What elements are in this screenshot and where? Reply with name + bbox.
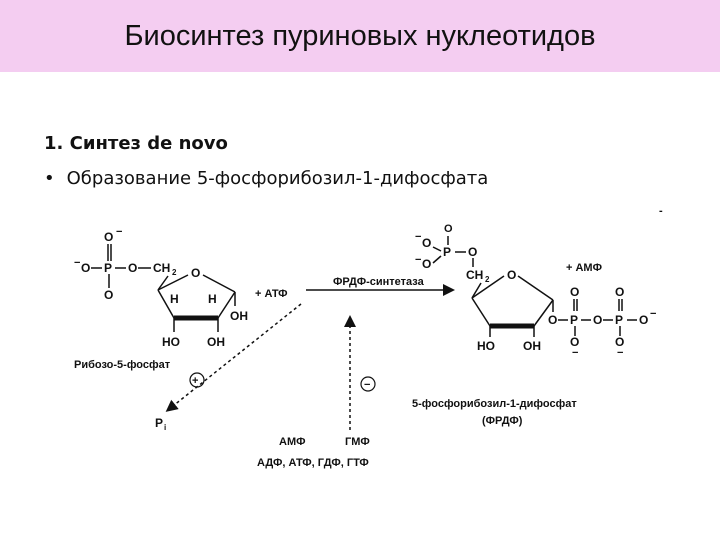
left-ch2: CH — [153, 261, 170, 275]
right-diphosphate-p2: P — [615, 313, 623, 327]
section-heading: 1. Синтез de novo — [44, 133, 228, 154]
right-diphosphate-o-top1: O — [570, 285, 579, 299]
right-charge-bottom2: − — [617, 347, 623, 359]
left-phosphate-p: P — [104, 261, 112, 275]
right-charge-top: − — [415, 231, 421, 243]
right-ch2-subscript: 2 — [485, 275, 490, 284]
inhibitor-amf: АМФ — [279, 436, 306, 448]
right-phosphate-o-ester: O — [468, 245, 477, 259]
right-molecule-abbr: (ФРДФ) — [482, 415, 523, 427]
right-ring-oxygen: O — [507, 268, 516, 282]
left-charge-top: − — [116, 226, 122, 238]
pi-subscript: i — [164, 423, 166, 432]
left-c4-o-bond — [157, 274, 189, 291]
left-charge-left: − — [74, 257, 80, 269]
right-ho: HO — [477, 339, 495, 353]
right-diphosphate-o-bottom2: O — [615, 335, 624, 349]
activation-arrow — [165, 303, 302, 412]
stray-dash: - — [659, 205, 663, 217]
left-ch2-subscript: 2 — [172, 268, 177, 277]
right-charge-o3: − — [650, 308, 656, 320]
right-diphosphate-o-top2: O — [615, 285, 624, 299]
left-h-c2: H — [208, 292, 217, 306]
right-diphosphate-o-bottom1: O — [570, 335, 579, 349]
activator-sign: + — [192, 375, 198, 387]
left-h-c3: H — [170, 292, 179, 306]
inhibitor-circle — [360, 376, 376, 392]
bullet-item: • Образование 5-фосфорибозил-1-дифосфата — [44, 168, 488, 189]
inhibitor-gmf: ГМФ — [345, 436, 370, 448]
cofactor-out: + АМФ — [566, 262, 602, 274]
left-c1-c2-bond — [217, 291, 236, 319]
right-phosphate-o-bottom: O — [422, 257, 431, 271]
left-oh-right: OH — [230, 309, 248, 323]
left-molecule-name: Рибозо-5-фосфат — [74, 359, 171, 371]
left-phosphate-o-bottom: O — [104, 288, 113, 302]
left-o-c1-bond — [202, 274, 236, 293]
inhibitors-row-2: АДФ, АТФ, ГДФ, ГТФ — [257, 457, 369, 469]
right-charge-bottom: − — [415, 254, 421, 266]
bullet-marker: • — [44, 168, 55, 189]
right-diphosphate-o2: O — [593, 313, 602, 327]
right-phosphate-o-double: O — [444, 223, 453, 235]
activator-circle — [189, 372, 205, 388]
left-phosphate-o-ester: O — [128, 261, 137, 275]
ribose-5-phosphate: O − O − P O O CH 2 O H H HO OH OH Рибозо… — [74, 226, 248, 371]
left-phosphate-o-left: O — [81, 261, 90, 275]
right-c4-c3-bond — [471, 297, 491, 327]
right-ch2: CH — [466, 268, 483, 282]
right-charge-bottom1: − — [572, 347, 578, 359]
left-c4-c5-bond — [157, 275, 169, 291]
pi-label: P — [155, 416, 163, 430]
right-phosphate-o-top: O — [422, 236, 431, 250]
right-c1-c2-bond — [533, 299, 554, 327]
right-c4-o-bond — [471, 275, 505, 299]
inhibitor-sign: − — [364, 379, 370, 391]
right-o-p-bond-1 — [432, 246, 442, 252]
right-diphosphate-p1: P — [570, 313, 578, 327]
enzyme-label: ФРДФ-синтетаза — [333, 276, 425, 288]
right-o-p-bond-2 — [432, 255, 442, 264]
cofactor-in: + АТФ — [255, 288, 288, 300]
right-oh: OH — [523, 339, 541, 353]
right-diphosphate-o3: O — [639, 313, 648, 327]
right-o-c1-bond — [517, 275, 554, 301]
right-phosphate-p: P — [443, 245, 451, 259]
left-ho: HO — [162, 335, 180, 349]
prpp-molecule: O − P O O − O CH 2 O HO OH O P O P O − — [412, 223, 656, 427]
left-ring-oxygen: O — [191, 266, 200, 280]
title-bar: Биосинтез пуриновых нуклеотидов — [0, 0, 720, 72]
slide-title: Биосинтез пуриновых нуклеотидов — [124, 19, 596, 52]
left-phosphate-o-top: O — [104, 230, 113, 244]
right-c4-c5-bond — [471, 282, 482, 299]
left-c4-c3-bond — [157, 289, 175, 319]
right-diphosphate-o1: O — [548, 313, 557, 327]
left-oh-bottom: OH — [207, 335, 225, 349]
right-molecule-name: 5-фосфорибозил-1-дифосфат — [412, 398, 577, 410]
bullet-text: Образование 5-фосфорибозил-1-дифосфата — [66, 168, 489, 189]
